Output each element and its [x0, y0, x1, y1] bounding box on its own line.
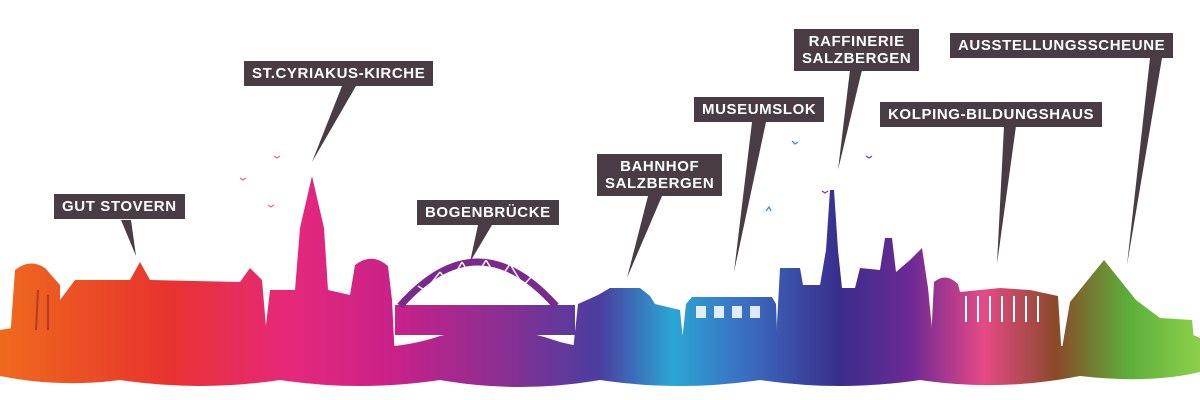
bridge-deck — [395, 305, 575, 335]
label-gut-stovern: GUT STOVERN — [54, 194, 185, 219]
buildings-silhouette — [0, 176, 1200, 387]
label-raffinerie-line1: RAFFINERIE — [808, 33, 905, 50]
pointer-bahnhof — [627, 196, 662, 278]
pointer-ausstellungsscheune — [1127, 58, 1162, 265]
label-bahnhof-salzbergen: BAHNHOF SALZBERGEN — [597, 154, 723, 196]
label-gut-stovern-text: GUT STOVERN — [62, 198, 177, 215]
label-bogenbruecke: BOGENBRÜCKE — [417, 200, 559, 225]
label-kolping-text: KOLPING-BILDUNGSHAUS — [888, 106, 1095, 123]
bridge-trusses — [417, 259, 533, 301]
pointer-bogenbruecke — [470, 225, 492, 262]
label-museumslok: MUSEUMSLOK — [694, 97, 825, 122]
pointer-raffinerie — [838, 70, 862, 170]
label-bogenbruecke-text: BOGENBRÜCKE — [425, 204, 551, 221]
label-ausstellungsscheune: AUSSTELLUNGSSCHEUNE — [950, 33, 1174, 58]
label-bahnhof-line2: SALZBERGEN — [605, 175, 715, 192]
birds — [239, 140, 873, 212]
label-raffinerie-salzbergen: RAFFINERIE SALZBERGEN — [794, 29, 920, 71]
label-st-cyriakus-kirche: ST.CYRIAKUS-KIRCHE — [244, 61, 434, 86]
label-raffinerie-line2: SALZBERGEN — [802, 50, 912, 67]
train-windows — [696, 306, 760, 318]
label-kolping-bildungshaus: KOLPING-BILDUNGSHAUS — [880, 102, 1103, 127]
pointer-gut-stovern — [121, 220, 136, 256]
kolping-colonnade — [965, 296, 1039, 322]
bridge-arch — [397, 258, 559, 309]
pointer-museumslok — [734, 122, 766, 272]
label-ausstellungsscheune-text: AUSSTELLUNGSSCHEUNE — [958, 37, 1166, 54]
label-pointers — [121, 58, 1162, 278]
pointer-kolping — [997, 126, 1016, 264]
ausstellungsscheune-building — [1060, 260, 1196, 360]
church-building — [262, 176, 395, 360]
raffinerie-plant — [775, 190, 935, 360]
label-bahnhof-line1: BAHNHOF — [620, 158, 700, 175]
tree-trunks — [35, 289, 49, 331]
pointer-st-cyriakus — [312, 86, 356, 162]
bahnhof-building — [572, 288, 685, 360]
gut-stovern-building — [10, 262, 268, 350]
label-museumslok-text: MUSEUMSLOK — [702, 101, 817, 118]
label-st-cyriakus-text: ST.CYRIAKUS-KIRCHE — [252, 65, 426, 82]
ground-splash — [0, 326, 1200, 387]
